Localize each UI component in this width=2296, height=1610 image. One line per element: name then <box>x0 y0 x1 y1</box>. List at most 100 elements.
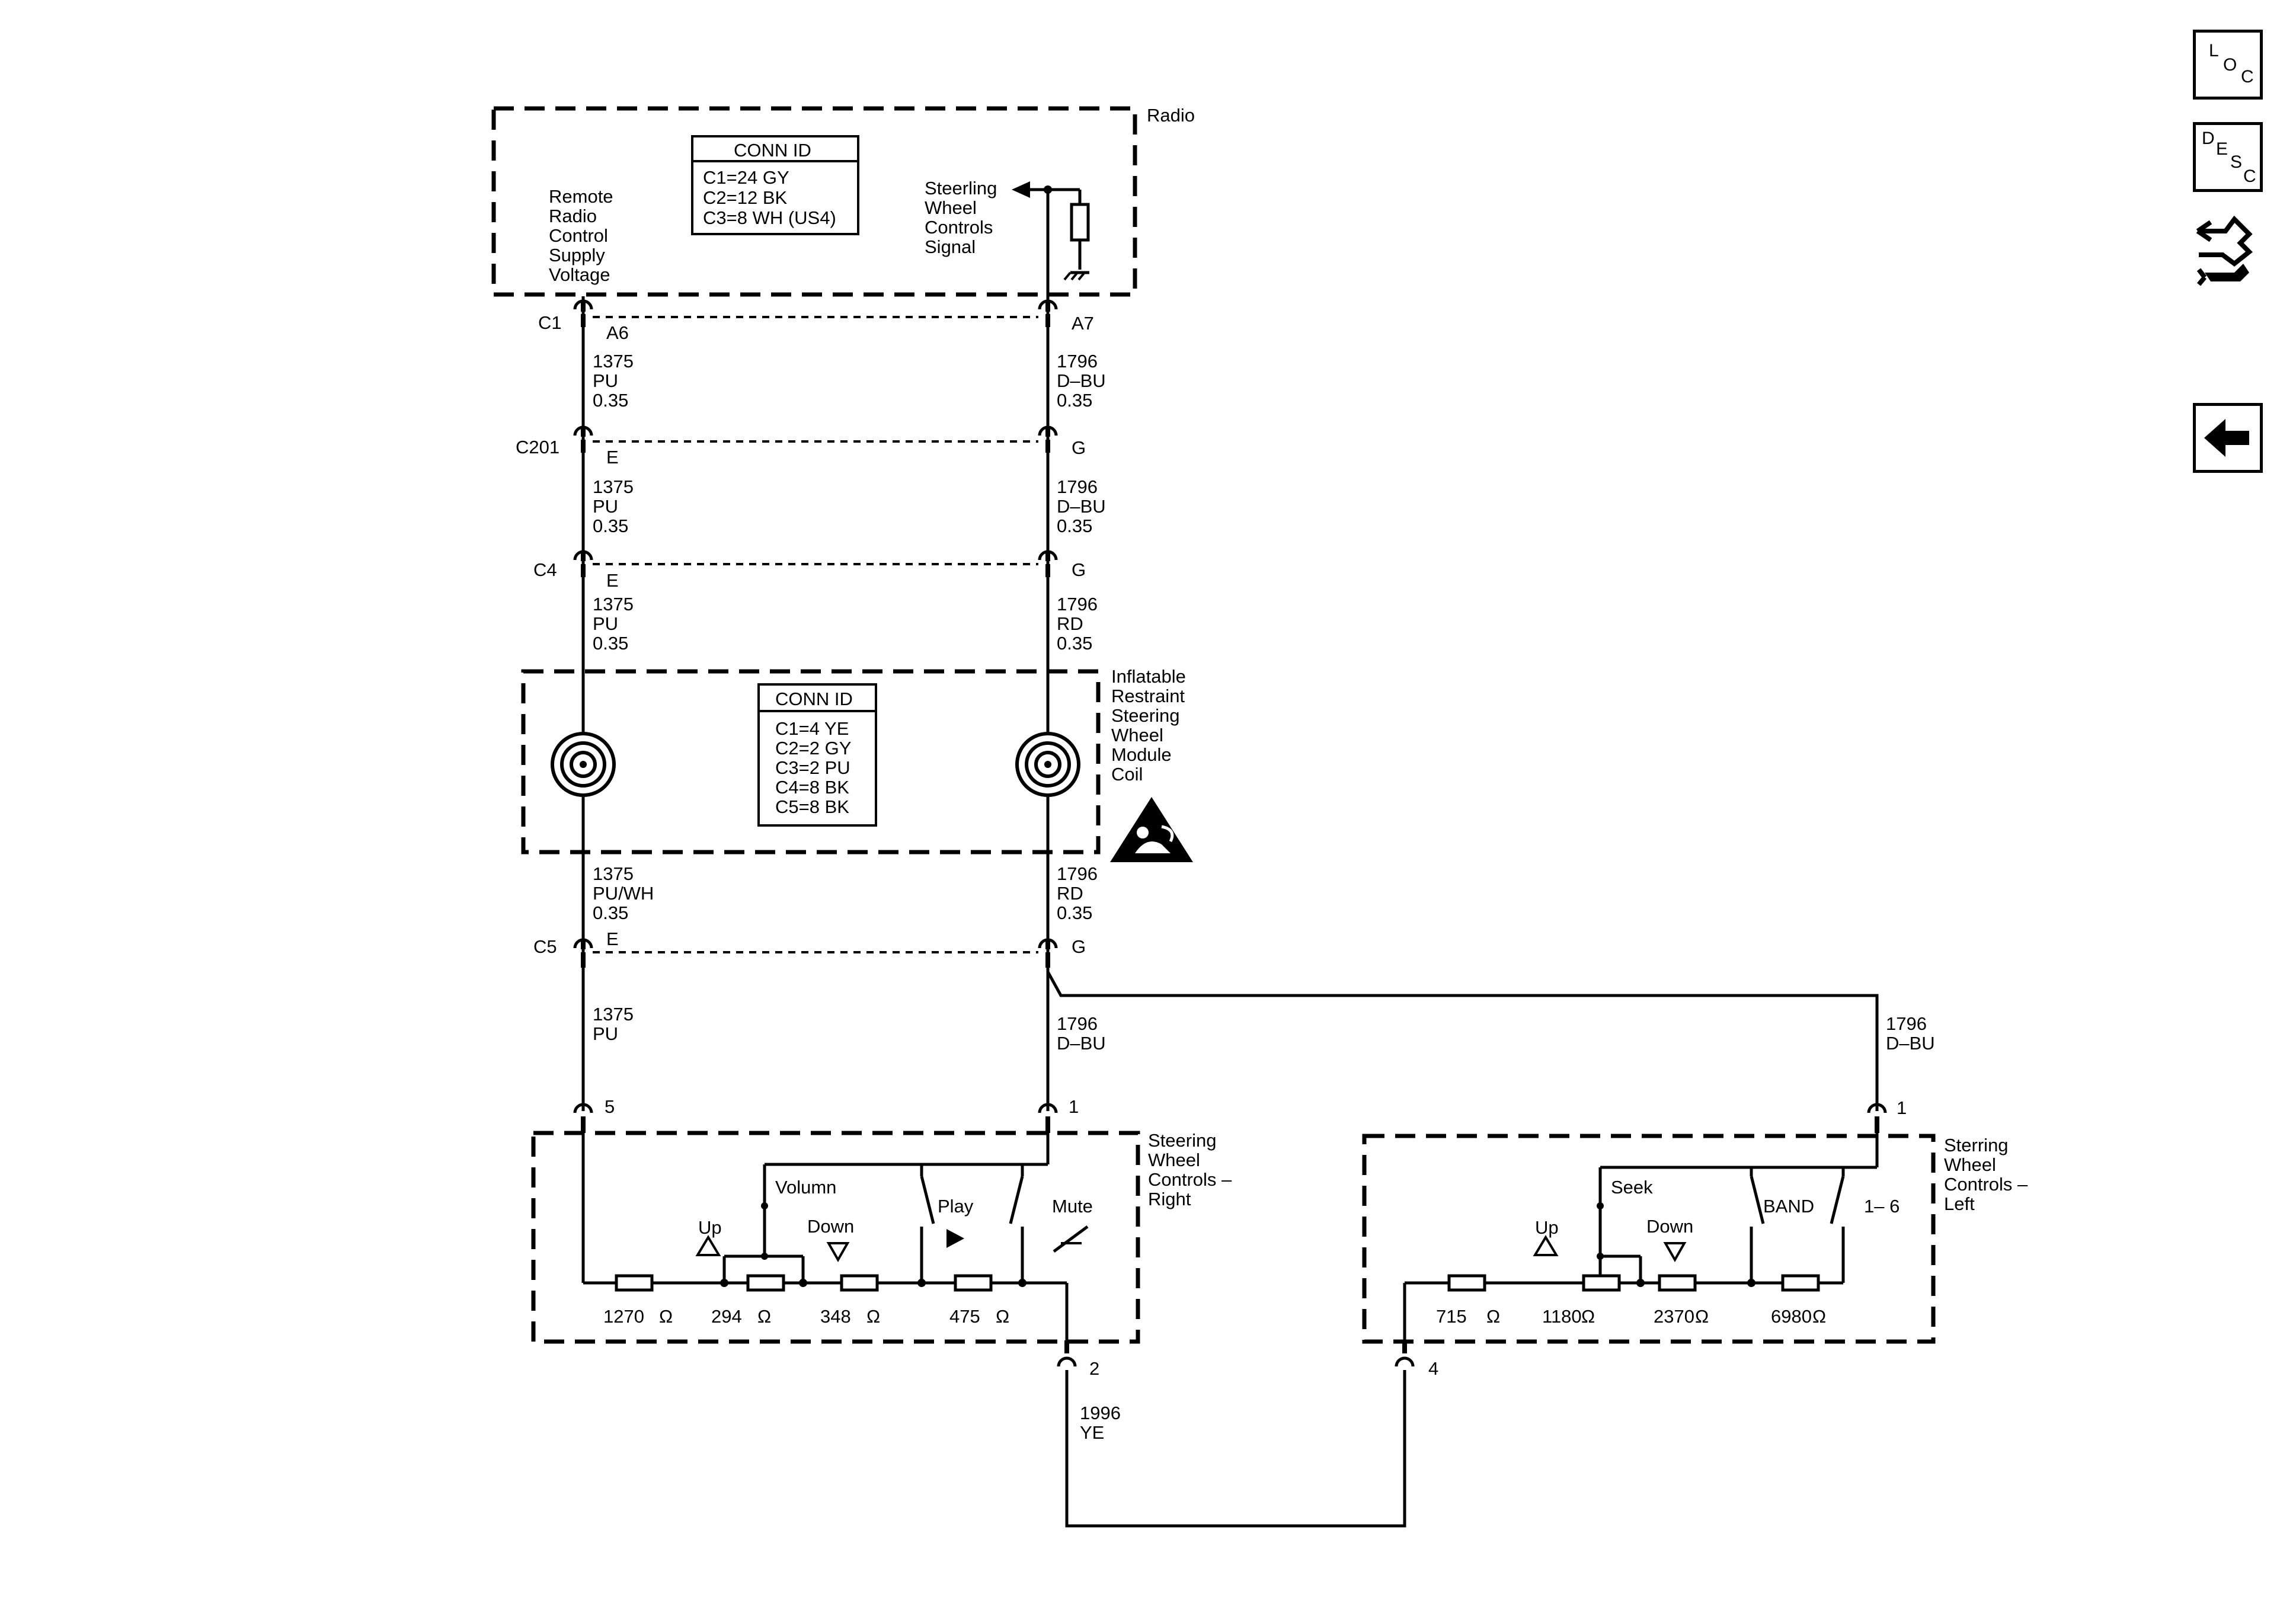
coil-spiral-right-icon <box>1015 732 1080 797</box>
connector-c5 <box>573 938 1058 968</box>
swc-left-seek: Seek <box>1611 1177 1653 1198</box>
swc-right-box <box>531 1131 1140 1344</box>
loc-letter-l: L <box>2209 41 2219 60</box>
radio-left-label-5: Voltage <box>549 264 610 285</box>
swc-right-volumn: Volumn <box>775 1177 836 1198</box>
wire-right-seg1-gauge: 0.35 <box>1057 390 1092 411</box>
swc-left-r2: 1180 <box>1542 1306 1582 1327</box>
pin-1-right-label: 1 <box>1069 1096 1079 1117</box>
swc-left-r2-ohm: Ω <box>1581 1306 1595 1327</box>
radio-conn-c3: C3=8 WH (US4) <box>703 207 836 228</box>
swc-right-play: Play <box>938 1196 974 1217</box>
radio-box <box>491 106 1137 297</box>
swc-left-box <box>1362 1134 1936 1344</box>
wire-right-seg2-color: D–BU <box>1057 496 1106 517</box>
back-arrow-icon <box>2204 419 2249 457</box>
wire-left-seg1-num: 1375 <box>593 351 634 372</box>
pin-g3-label: G <box>1072 936 1086 957</box>
swc-right-r4-ohm: Ω <box>996 1306 1009 1327</box>
pin-a7-label: A7 <box>1072 313 1094 334</box>
radio-right-label-2: Wheel <box>925 197 977 218</box>
radio-conn-id-table <box>691 135 859 235</box>
swc-left-circuit <box>1403 1133 1879 1351</box>
swc-right-label-3: Controls – <box>1148 1169 1232 1190</box>
pin-2-label: 2 <box>1089 1358 1099 1379</box>
swc-left-label-4: Left <box>1944 1193 1975 1214</box>
wire-right-seg3-gauge: 0.35 <box>1057 633 1092 654</box>
desc-letter-e: E <box>2216 139 2228 159</box>
swc-right-down: Down <box>807 1216 854 1237</box>
radio-left-label-1: Remote <box>549 186 613 207</box>
swc-left-label-1: Sterring <box>1944 1135 2009 1156</box>
wire-left-seg3-color: PU <box>593 613 618 634</box>
desc-button[interactable]: D E S C <box>2193 122 2263 192</box>
desc-letter-s: S <box>2230 152 2243 172</box>
wire-bottom-color: YE <box>1080 1422 1104 1443</box>
swc-left-r1: 715 <box>1436 1306 1467 1327</box>
swc-right-label-4: Right <box>1148 1189 1191 1209</box>
connector-c201-label: C201 <box>516 437 559 457</box>
radio-conn-id-title: CONN ID <box>734 140 811 161</box>
swc-right-r2: 294 <box>711 1306 742 1327</box>
swc-right-label-1: Steering <box>1148 1130 1216 1151</box>
radio-right-label-1: Steerling <box>925 178 997 199</box>
coil-conn-c4: C4=8 BK <box>775 777 849 798</box>
desc-letter-c: C <box>2243 167 2256 186</box>
swc-right-r4: 475 <box>949 1306 980 1327</box>
swc-left-r3: 2370 <box>1654 1306 1694 1327</box>
connector-c201 <box>573 425 1058 453</box>
swc-left-one-six: 1– 6 <box>1864 1196 1900 1217</box>
radio-right-label-4: Signal <box>925 236 976 257</box>
swc-left-up: Up <box>1535 1217 1559 1238</box>
coil-conn-id-table <box>757 683 877 827</box>
coil-conn-c2: C2=2 GY <box>775 738 851 758</box>
wire-right-seg1-num: 1796 <box>1057 351 1098 372</box>
coil-box <box>521 669 1101 854</box>
loc-letter-c: C <box>2241 67 2254 87</box>
swc-left-band: BAND <box>1763 1196 1814 1217</box>
wire-left-seg4-num: 1375 <box>593 863 634 884</box>
swc-right-up: Up <box>698 1217 722 1238</box>
hand-wrench-icon[interactable] <box>2193 207 2263 296</box>
pin-1-left-label: 1 <box>1897 1097 1907 1118</box>
wire-left-seg1-gauge: 0.35 <box>593 390 628 411</box>
back-button[interactable] <box>2193 403 2263 473</box>
wire-far-right-num: 1796 <box>1886 1013 1927 1034</box>
airbag-warning-icon <box>1110 797 1193 862</box>
pin-5-label: 5 <box>605 1096 615 1117</box>
swc-left-r1-ohm: Ω <box>1486 1306 1500 1327</box>
pin-e3-label: E <box>606 929 619 949</box>
wire-right-seg3-color: RD <box>1057 613 1083 634</box>
swc-right-r2-ohm: Ω <box>757 1306 771 1327</box>
coil-conn-c3: C3=2 PU <box>775 757 850 778</box>
pin-4-label: 4 <box>1428 1358 1438 1379</box>
swc-left-r3-ohm: Ω <box>1695 1306 1709 1327</box>
coil-conn-c1: C1=4 YE <box>775 718 849 739</box>
radio-left-label-4: Supply <box>549 245 605 265</box>
connector-c4-label: C4 <box>533 559 557 580</box>
wire-right-seg5-color: D–BU <box>1057 1033 1106 1054</box>
connector-pins-bottom <box>1057 1340 1415 1528</box>
coil-label-4: Wheel <box>1111 725 1163 745</box>
swc-right-circuit <box>581 1133 1089 1351</box>
connector-c1-label: C1 <box>538 312 562 333</box>
loc-letter-o: O <box>2223 55 2237 75</box>
wire-left-seg5-color: PU <box>593 1023 618 1044</box>
coil-conn-id-title: CONN ID <box>775 689 853 709</box>
wire-right-seg2-num: 1796 <box>1057 476 1098 497</box>
swc-right-r1: 1270 <box>603 1306 644 1327</box>
coil-conn-c5: C5=8 BK <box>775 796 849 817</box>
loc-button[interactable]: L O C <box>2193 30 2263 100</box>
coil-label-6: Coil <box>1111 764 1143 785</box>
radio-left-label-3: Control <box>549 225 608 246</box>
wire-right-seg4-color: RD <box>1057 883 1083 904</box>
connector-c5-label: C5 <box>533 936 557 957</box>
wire-right-seg2-gauge: 0.35 <box>1057 516 1092 536</box>
wire-left-seg4-color: PU/WH <box>593 883 654 904</box>
connector-pins-top <box>573 1103 1887 1133</box>
wire-left-seg2-num: 1375 <box>593 476 634 497</box>
wire-left-seg2-gauge: 0.35 <box>593 516 628 536</box>
swc-right-r3: 348 <box>820 1306 851 1327</box>
radio-left-label-2: Radio <box>549 206 597 226</box>
wire-left-seg4-gauge: 0.35 <box>593 902 628 923</box>
